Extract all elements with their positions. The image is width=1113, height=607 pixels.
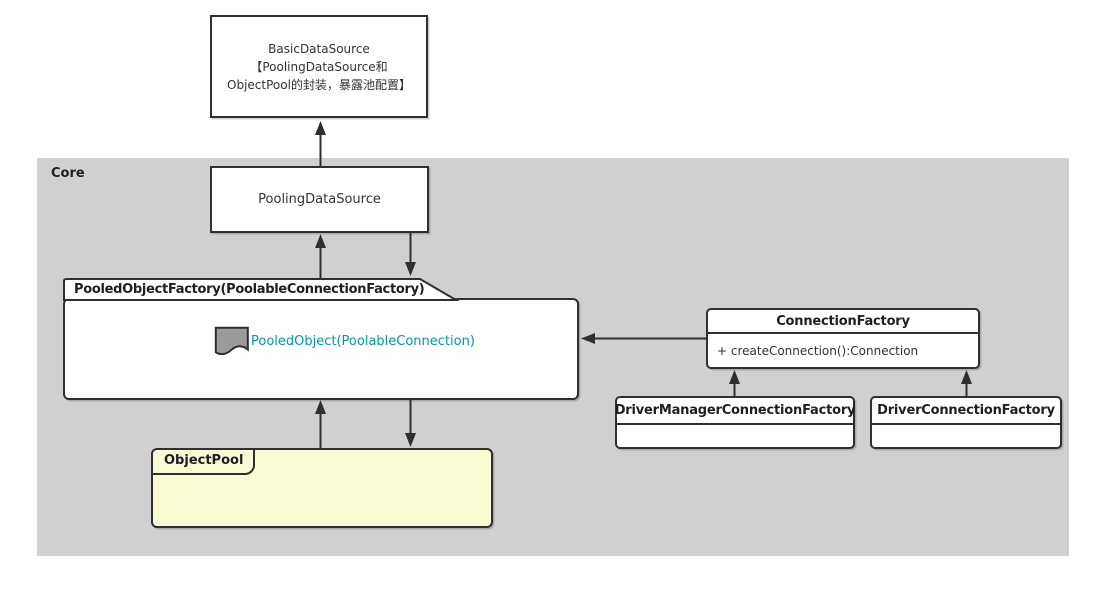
- node-driver-manager-connection-factory: DriverManagerConnectionFactory: [615, 396, 856, 449]
- node-pooled-object-factory: [63, 298, 579, 400]
- object-pool-tab-label: ObjectPool: [164, 453, 244, 468]
- driver-connection-factory-body: [872, 425, 1060, 447]
- driver-connection-factory-title: DriverConnectionFactory: [872, 398, 1060, 425]
- driver-manager-connection-factory-title: DriverManagerConnectionFactory: [615, 398, 856, 425]
- core-package-label: Core: [51, 166, 85, 181]
- basic-data-source-line3: ObjectPool的封装，暴露池配置】: [227, 77, 411, 92]
- pooled-object-note-label: PooledObject(PoolableConnection): [251, 334, 475, 349]
- node-driver-connection-factory: DriverConnectionFactory: [870, 396, 1062, 449]
- node-basic-data-source: BasicDataSource 【PoolingDataSource和 Obje…: [210, 15, 428, 118]
- pooled-object-factory-tab-label: PooledObjectFactory(PoolableConnectionFa…: [74, 282, 425, 297]
- node-object-pool: ObjectPool: [151, 448, 493, 528]
- driver-manager-connection-factory-body: [617, 425, 853, 447]
- node-connection-factory: ConnectionFactory + createConnection():C…: [706, 308, 980, 369]
- connection-factory-title: ConnectionFactory: [708, 310, 978, 334]
- object-pool-tab: ObjectPool: [153, 450, 255, 475]
- basic-data-source-line1: BasicDataSource: [268, 41, 370, 56]
- node-pooling-data-source: PoolingDataSource: [210, 166, 429, 233]
- basic-data-source-line2: 【PoolingDataSource和: [250, 59, 388, 74]
- connection-factory-method: + createConnection():Connection: [717, 343, 919, 358]
- pooling-data-source-label: PoolingDataSource: [258, 192, 381, 207]
